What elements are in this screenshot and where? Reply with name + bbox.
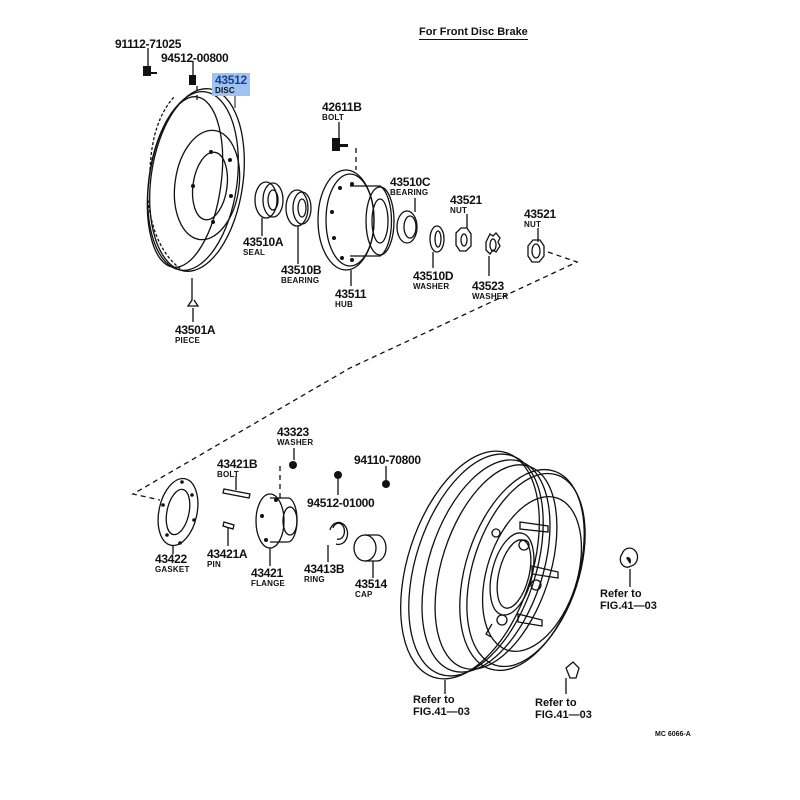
- part-label-43510c-bearing[interactable]: 43510C BEARING: [390, 175, 431, 197]
- part-number: 43511: [335, 287, 367, 301]
- part-name: PIN: [207, 560, 221, 569]
- gasket-icon[interactable]: [152, 475, 203, 554]
- part-number: 43510C: [390, 175, 431, 189]
- part-label-43510d-washer[interactable]: 43510D WASHER: [413, 269, 454, 291]
- reference-line1: Refer to: [535, 697, 577, 709]
- part-number: 43510D: [413, 269, 454, 283]
- hub-bolt-icon[interactable]: [332, 122, 357, 170]
- part-number: 43512: [215, 73, 247, 87]
- part-number: 43421: [251, 566, 283, 580]
- hub-icon[interactable]: [317, 169, 395, 286]
- stud-icon[interactable]: [334, 471, 342, 495]
- part-label-43421a-pin[interactable]: 43421A PIN: [207, 547, 248, 569]
- part-name: PIECE: [175, 336, 201, 345]
- reference-line2: FIG.41—03: [600, 599, 657, 612]
- part-label-43510a-seal[interactable]: 43510A SEAL: [243, 235, 284, 257]
- part-label-43501a-piece[interactable]: 43501A PIECE: [175, 323, 216, 345]
- reference-lug-nut[interactable]: Refer to FIG.41—03: [600, 588, 657, 612]
- reference-valve[interactable]: Refer to FIG.41—03: [535, 697, 592, 721]
- part-number: 43421A: [207, 547, 248, 561]
- part-name: SEAL: [243, 248, 266, 257]
- snap-ring-icon[interactable]: [327, 521, 349, 562]
- part-number: 43501A: [175, 323, 216, 337]
- part-name: NUT: [524, 220, 542, 229]
- piece-icon[interactable]: [186, 278, 200, 322]
- lug-nut-icon[interactable]: [619, 547, 639, 587]
- part-name: WASHER: [413, 282, 450, 291]
- inner-bearing-icon[interactable]: [285, 189, 312, 264]
- flange-icon[interactable]: [255, 465, 298, 566]
- outer-bearing-icon[interactable]: [396, 198, 418, 244]
- reference-wheel[interactable]: Refer to FIG.41—03: [413, 694, 470, 718]
- diagram-title: For Front Disc Brake: [419, 26, 528, 40]
- part-name: BOLT: [322, 113, 344, 122]
- part-label-43514-cap[interactable]: 43514 CAP: [355, 578, 387, 599]
- part-label-43510b-bearing[interactable]: 43510B BEARING: [281, 263, 322, 285]
- part-name: FLANGE: [251, 579, 286, 588]
- part-number: 94512-01000: [307, 496, 375, 510]
- reference-line1: Refer to: [413, 694, 455, 706]
- screw-icon[interactable]: [143, 48, 157, 76]
- part-name: DISC: [215, 86, 235, 95]
- part-number: 43514: [355, 577, 387, 591]
- part-label-43422-gasket[interactable]: 43422 GASKET: [155, 553, 190, 574]
- part-number: 43413B: [304, 562, 345, 576]
- part-number: 43421B: [217, 457, 258, 471]
- nut-small-icon[interactable]: [382, 466, 390, 488]
- part-number: 94512-00800: [161, 51, 229, 65]
- reference-line2: FIG.41—03: [413, 705, 470, 718]
- part-number: 43523: [472, 279, 504, 293]
- part-label-94512-00800[interactable]: 94512-00800: [161, 51, 229, 65]
- part-label-43323-washer[interactable]: 43323 WASHER: [277, 426, 313, 447]
- wheel-icon[interactable]: [375, 434, 608, 697]
- thrust-washer-icon[interactable]: [429, 225, 445, 268]
- adjusting-nut-icon[interactable]: [455, 214, 472, 252]
- figure-code: MC 6066-A: [655, 731, 691, 738]
- part-number: 43521: [450, 193, 482, 207]
- lock-nut-icon[interactable]: [527, 228, 545, 263]
- part-label-42611b-bolt[interactable]: 42611B BOLT: [322, 101, 362, 122]
- part-label-43521-nut-2[interactable]: 43521 NUT: [524, 208, 556, 229]
- seal-icon[interactable]: [254, 181, 284, 236]
- part-name: CAP: [355, 590, 373, 599]
- part-number: 43422: [155, 552, 187, 566]
- part-label-43512-disc[interactable]: 43512 DISC: [212, 73, 250, 96]
- pin-icon[interactable]: [222, 521, 235, 546]
- reference-line1: Refer to: [600, 588, 642, 600]
- part-number: 42611B: [322, 100, 362, 114]
- part-label-43421b-bolt[interactable]: 43421B BOLT: [217, 457, 258, 479]
- part-number: 43510A: [243, 235, 284, 249]
- disc-rotor-icon[interactable]: [137, 82, 255, 277]
- part-name: BEARING: [281, 276, 320, 285]
- part-number: 43323: [277, 425, 309, 439]
- flange-bolt-icon[interactable]: [222, 476, 251, 499]
- flange-washer-icon[interactable]: [289, 448, 297, 469]
- part-name: NUT: [450, 206, 468, 215]
- valve-icon[interactable]: [565, 661, 580, 694]
- part-name: RING: [304, 575, 325, 584]
- part-label-43421-flange[interactable]: 43421 FLANGE: [251, 567, 285, 588]
- part-label-43521-nut[interactable]: 43521 NUT: [450, 194, 482, 215]
- part-label-94110-70800[interactable]: 94110-70800: [354, 454, 421, 466]
- part-number: 91112-71025: [115, 37, 182, 51]
- part-label-43511-hub[interactable]: 43511 HUB: [335, 287, 367, 309]
- part-number: 94110-70800: [354, 453, 421, 467]
- part-label-43413b-ring[interactable]: 43413B RING: [304, 562, 345, 584]
- part-name: WASHER: [277, 438, 314, 447]
- part-number: 43510B: [281, 263, 322, 277]
- part-label-43523-washer[interactable]: 43523 WASHER: [472, 280, 508, 301]
- reference-line2: FIG.41—03: [535, 708, 592, 721]
- part-name: GASKET: [155, 565, 190, 574]
- part-name: WASHER: [472, 292, 509, 301]
- part-label-94512-01000[interactable]: 94512-01000: [307, 496, 375, 510]
- part-label-91112-71025[interactable]: 91112-71025: [115, 38, 181, 50]
- part-number: 43521: [524, 207, 556, 221]
- part-name: HUB: [335, 300, 353, 309]
- hub-cap-icon[interactable]: [353, 534, 387, 578]
- lock-washer-icon[interactable]: [485, 232, 501, 276]
- part-name: BEARING: [390, 188, 429, 197]
- washer-small-icon[interactable]: [189, 61, 198, 102]
- part-name: BOLT: [217, 470, 239, 479]
